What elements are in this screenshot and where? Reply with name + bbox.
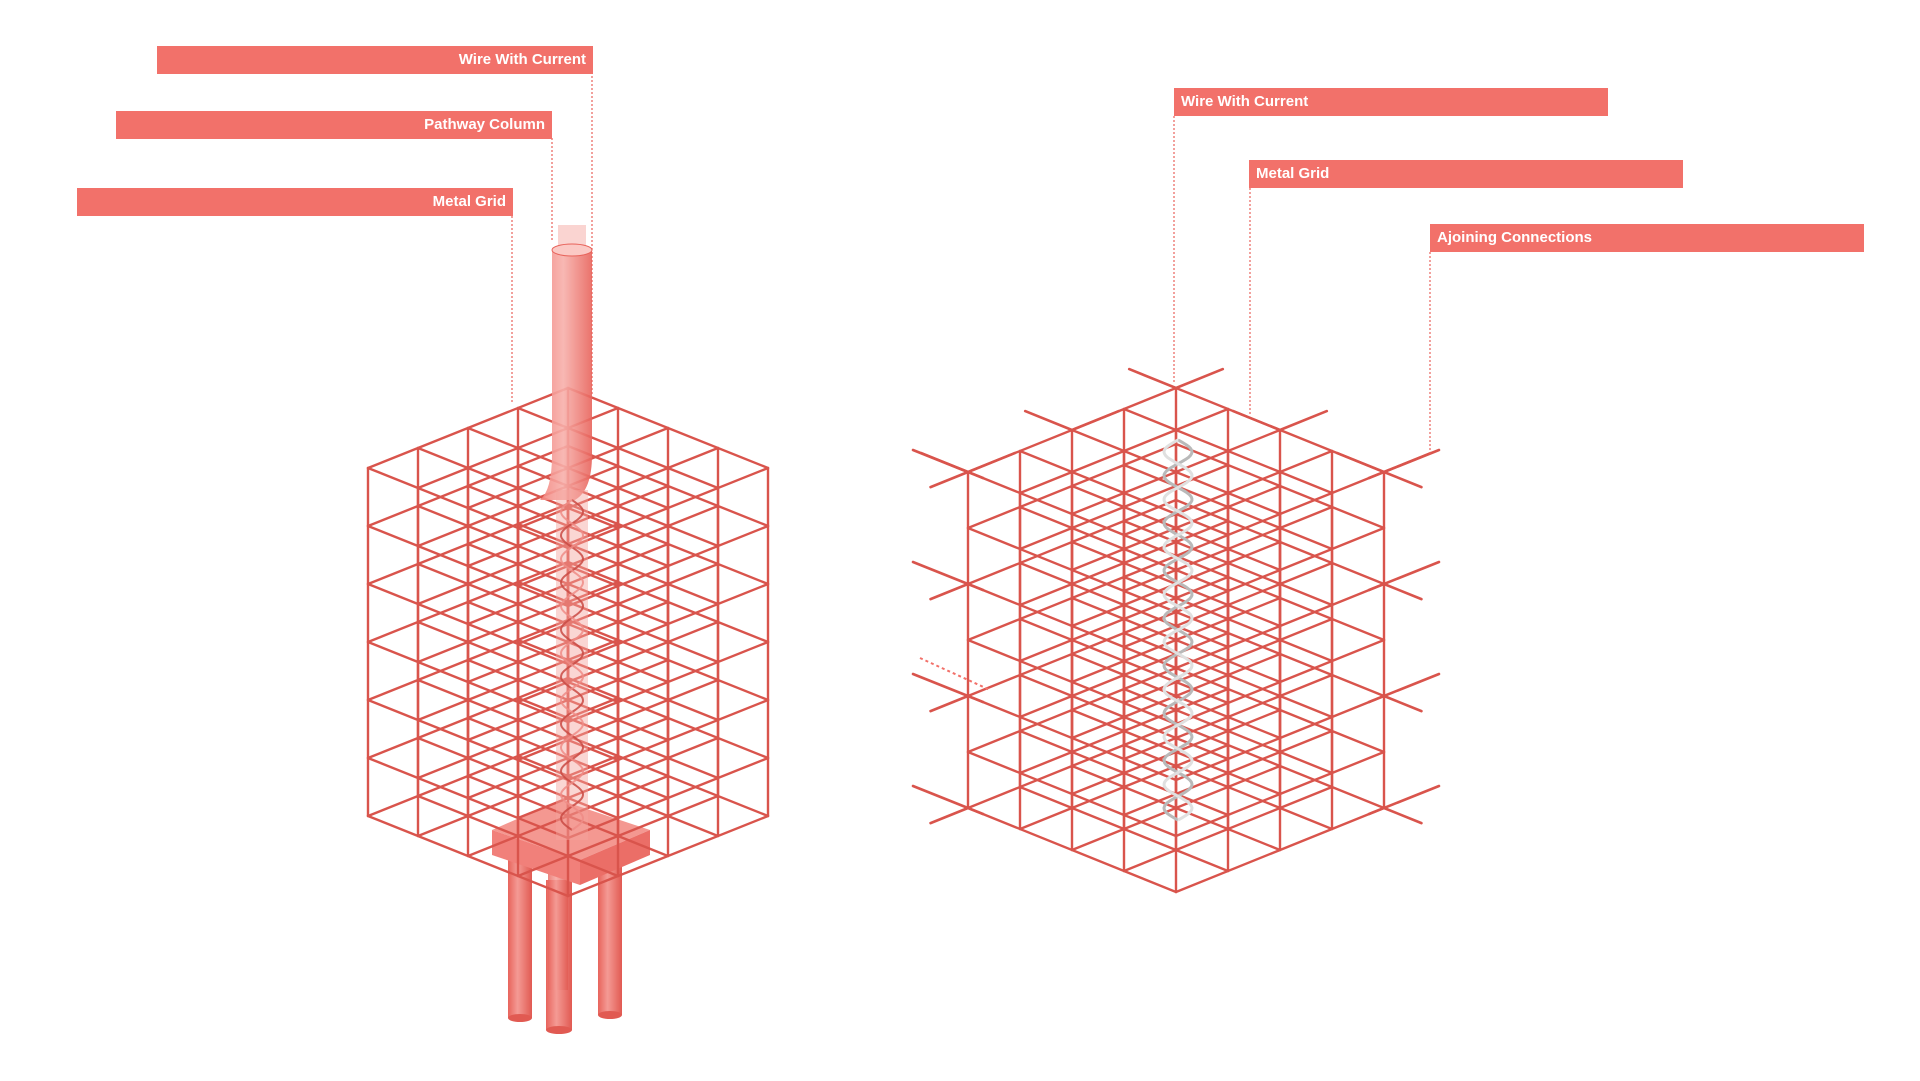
connector-hint-line bbox=[919, 657, 991, 691]
connector-stub bbox=[929, 694, 970, 713]
wire-with-current-helix-secondary bbox=[559, 499, 585, 831]
label-wire-with-current-left: Wire With Current bbox=[157, 46, 593, 74]
label-ajoining-connections: Ajoining Connections bbox=[1430, 224, 1864, 252]
label-metal-grid-left: Metal Grid bbox=[77, 188, 513, 216]
connector-stub bbox=[1382, 582, 1423, 601]
label-wire-with-current-right: Wire With Current bbox=[1174, 88, 1608, 116]
connector-stub bbox=[1335, 451, 1386, 474]
connector-stub bbox=[1127, 367, 1178, 390]
connector-stub bbox=[966, 451, 1017, 474]
connector-stub bbox=[1231, 409, 1282, 432]
wire-with-current-helix-right-secondary bbox=[1162, 438, 1194, 822]
connector-stub bbox=[1382, 806, 1423, 825]
connector-stub bbox=[1382, 694, 1423, 713]
left-assembly bbox=[366, 225, 770, 1034]
connector-stub bbox=[1070, 409, 1121, 432]
metal-grid-right bbox=[966, 386, 1386, 894]
connector-stub bbox=[911, 784, 985, 816]
connector-stub bbox=[929, 806, 970, 825]
connector-stub bbox=[911, 448, 985, 480]
connector-stub bbox=[1367, 672, 1441, 704]
label-pathway-column: Pathway Column bbox=[116, 111, 552, 139]
connector-stub bbox=[1174, 367, 1225, 390]
connector-stub bbox=[1367, 448, 1441, 480]
support-leg-front-right bbox=[598, 860, 622, 1015]
connector-stub bbox=[911, 672, 985, 704]
connector-stub bbox=[1367, 784, 1441, 816]
connector-stub bbox=[1023, 409, 1074, 432]
connector-stub bbox=[929, 470, 970, 489]
leader-lines bbox=[511, 72, 1431, 456]
connector-stub bbox=[1382, 470, 1423, 489]
label-metal-grid-right: Metal Grid bbox=[1249, 160, 1683, 188]
connector-stub bbox=[1367, 560, 1441, 592]
connector-stub bbox=[911, 560, 985, 592]
support-leg-front-left bbox=[508, 860, 532, 1018]
ajoining-connections bbox=[911, 367, 1441, 825]
right-assembly bbox=[911, 367, 1441, 894]
connector-stub bbox=[929, 582, 970, 601]
connector-stub bbox=[1278, 409, 1329, 432]
